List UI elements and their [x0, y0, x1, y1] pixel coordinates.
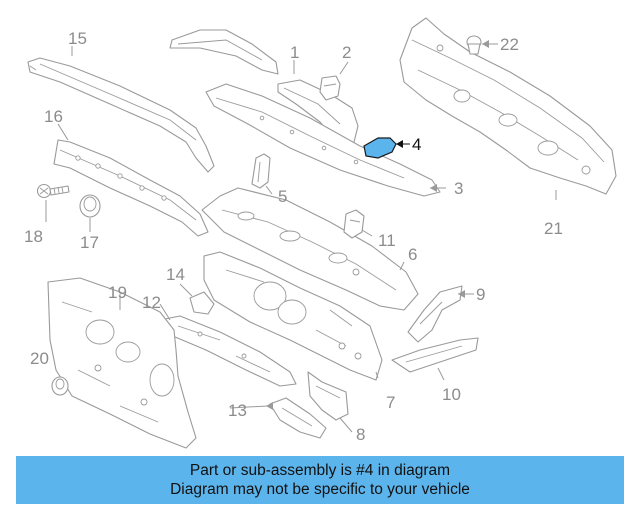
part-5-tab[interactable] — [251, 153, 271, 189]
part-22-fastener[interactable] — [466, 35, 482, 55]
callout-9: 9 — [476, 285, 485, 304]
part-21-cowl-assembly[interactable] — [399, 17, 617, 195]
callout-12: 12 — [142, 293, 161, 312]
callout-16: 16 — [44, 107, 63, 126]
part-13-bracket[interactable] — [269, 397, 327, 439]
part-18-screw[interactable] — [36, 183, 70, 199]
callout-labels: 15 1 2 22 4 16 5 3 21 18 17 11 6 14 19 9… — [24, 29, 563, 444]
parts-diagram: 15 1 2 22 4 16 5 3 21 18 17 11 6 14 19 9… — [24, 17, 617, 449]
callout-14: 14 — [166, 265, 185, 284]
callout-5: 5 — [278, 187, 287, 206]
callout-8: 8 — [356, 425, 365, 444]
callout-1: 1 — [290, 43, 299, 62]
callout-19: 19 — [108, 283, 127, 302]
info-banner: Part or sub-assembly is #4 in diagram Di… — [16, 456, 624, 504]
part-12-insulator[interactable] — [159, 315, 297, 387]
callout-15: 15 — [68, 29, 87, 48]
part-2-bracket[interactable] — [319, 75, 341, 101]
part-11-bracket[interactable] — [343, 209, 365, 239]
callout-21: 21 — [544, 219, 563, 238]
part-17-grommet[interactable] — [79, 194, 101, 218]
part-3-cowl-lower[interactable] — [205, 83, 441, 197]
callout-6: 6 — [408, 245, 417, 264]
part-4-highlighted[interactable] — [363, 137, 397, 159]
part-8-bracket[interactable] — [307, 371, 349, 421]
callout-18: 18 — [24, 227, 43, 246]
banner-line-disclaimer: Diagram may not be specific to your vehi… — [170, 481, 470, 498]
part-19-dash-insulator[interactable] — [47, 277, 197, 449]
part-6-dash-upper[interactable] — [201, 187, 419, 311]
callout-17: 17 — [80, 233, 99, 252]
callout-2: 2 — [342, 43, 351, 62]
callout-3: 3 — [454, 179, 463, 198]
callout-10: 10 — [442, 385, 461, 404]
callout-13: 13 — [228, 401, 247, 420]
leader-lines — [45, 40, 557, 433]
callout-22: 22 — [500, 35, 519, 54]
callout-4: 4 — [412, 135, 421, 154]
part-7-dash-lower[interactable] — [203, 251, 383, 381]
banner-line-part-number: Part or sub-assembly is #4 in diagram — [189, 462, 451, 479]
callout-20: 20 — [30, 349, 49, 368]
callout-7: 7 — [386, 393, 395, 412]
part-15-upper-rail[interactable] — [27, 57, 215, 173]
part-14-clip[interactable] — [189, 291, 215, 315]
part-9-side-brace[interactable] — [407, 285, 463, 343]
part-16-stiffener[interactable] — [53, 139, 209, 237]
callout-11: 11 — [378, 231, 396, 250]
part-1-cowl-panel[interactable] — [169, 29, 359, 151]
part-20-plug[interactable] — [51, 376, 69, 396]
part-10-lower-bar[interactable] — [391, 337, 479, 373]
